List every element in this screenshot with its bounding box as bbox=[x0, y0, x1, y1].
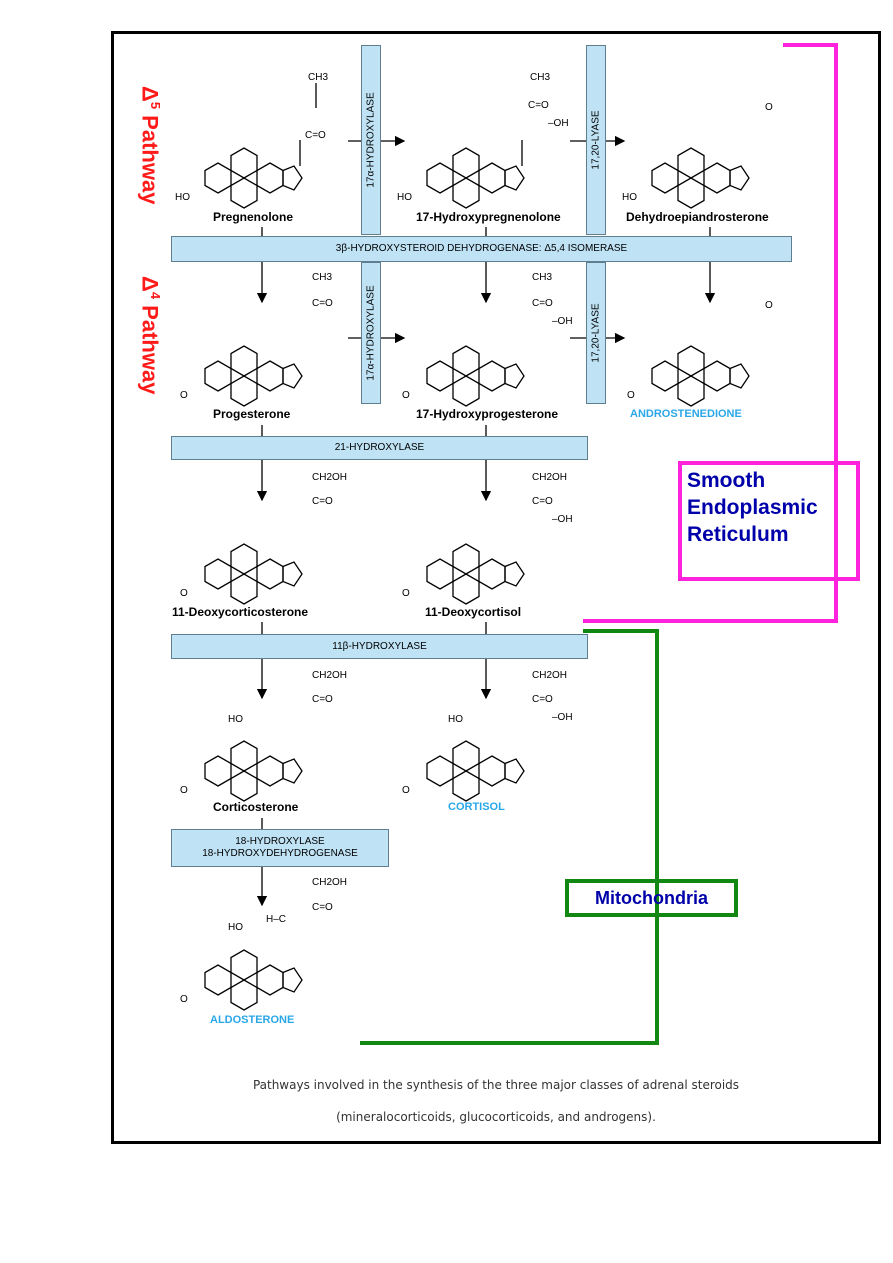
atom-o: O bbox=[402, 390, 410, 401]
atom-o: O bbox=[180, 390, 188, 401]
atom-ho: HO bbox=[175, 192, 190, 203]
molecule-androstenedione bbox=[651, 345, 750, 407]
atom-ho: HO bbox=[448, 714, 463, 725]
atom-ho: HO bbox=[228, 922, 243, 933]
enzyme-18-hydroxylase: 18-HYDROXYLASE 18-HYDROXYDEHYDROGENASE bbox=[171, 829, 389, 867]
compound-cortisol: CORTISOL bbox=[448, 801, 505, 813]
enzyme-11b-hydroxylase: 11β-HYDROXYLASE bbox=[171, 634, 588, 659]
compound-pregnenolone: Pregnenolone bbox=[213, 210, 294, 224]
enzyme-17a-hydroxylase-top: 17α-HYDROXYLASE bbox=[361, 45, 381, 235]
atom-o: O bbox=[765, 102, 773, 113]
atom-oh: –OH bbox=[552, 712, 573, 723]
atom-co: C=O bbox=[532, 298, 553, 309]
molecule-deoxycortisol bbox=[426, 543, 525, 605]
atom-ch2oh: CH2OH bbox=[532, 670, 567, 681]
compound-androstenedione: ANDROSTENEDIONE bbox=[630, 408, 742, 420]
compound-dhea: Dehydroepiandrosterone bbox=[626, 210, 769, 224]
atom-hc: H–C bbox=[266, 914, 286, 925]
atom-ch2oh: CH2OH bbox=[312, 670, 347, 681]
mito-label-box: Mitochondria bbox=[565, 879, 738, 917]
atom-ho: HO bbox=[622, 192, 637, 203]
atom-co: C=O bbox=[312, 902, 333, 913]
atom-co: C=O bbox=[312, 298, 333, 309]
atom-ho: HO bbox=[228, 714, 243, 725]
atom-o: O bbox=[402, 785, 410, 796]
compound-11-deoxycortisol: 11-Deoxycortisol bbox=[425, 605, 522, 619]
ser-bracket bbox=[583, 43, 838, 623]
atom-co: C=O bbox=[532, 496, 553, 507]
atom-o: O bbox=[627, 390, 635, 401]
atom-oh: –OH bbox=[552, 316, 573, 327]
enzyme-17-20-lyase-mid: 17,20-LYASE bbox=[586, 262, 606, 404]
molecule-cortisol bbox=[426, 740, 525, 802]
atom-co: C=O bbox=[312, 694, 333, 705]
molecule-pregnenolone bbox=[204, 83, 317, 209]
compound-corticosterone: Corticosterone bbox=[213, 800, 299, 814]
atom-ho: HO bbox=[397, 192, 412, 203]
caption-line2: (mineralocorticoids, glucocorticoids, an… bbox=[336, 1110, 656, 1124]
compound-11-deoxycorticosterone: 11-Deoxycorticosterone bbox=[172, 605, 309, 619]
ser-label-box: Smooth Endoplasmic Reticulum bbox=[678, 461, 860, 581]
enzyme-17a-hydroxylase-mid: 17α-HYDROXYLASE bbox=[361, 262, 381, 404]
enzyme-17-20-lyase-top: 17,20-LYASE bbox=[586, 45, 606, 235]
molecule-deoxycorticosterone bbox=[204, 543, 303, 605]
molecule-hydroxypregnenolone bbox=[426, 140, 525, 209]
molecule-dhea bbox=[651, 147, 750, 209]
enzyme-3b-hsd: 3β-HYDROXYSTEROID DEHYDROGENASE: Δ5,4 IS… bbox=[171, 236, 792, 262]
compound-17-hydroxypregnenolone: 17-Hydroxypregnenolone bbox=[416, 210, 561, 224]
compound-17-hydroxyprogesterone: 17-Hydroxyprogesterone bbox=[416, 407, 559, 421]
atom-co: C=O bbox=[312, 496, 333, 507]
atom-o: O bbox=[402, 588, 410, 599]
atom-o: O bbox=[180, 785, 188, 796]
mito-bracket bbox=[360, 629, 659, 1045]
atom-o: O bbox=[180, 994, 188, 1005]
atom-co: C=O bbox=[305, 130, 326, 141]
enzyme-18-line2: 18-HYDROXYDEHYDROGENASE bbox=[202, 848, 358, 859]
atom-ch2oh: CH2OH bbox=[532, 472, 567, 483]
atom-ch3: CH3 bbox=[308, 72, 328, 83]
diagram-frame bbox=[111, 31, 881, 1144]
atom-o: O bbox=[765, 300, 773, 311]
atom-co: C=O bbox=[532, 694, 553, 705]
molecule-progesterone bbox=[204, 345, 303, 407]
delta5-pathway-label: Δ5 Pathway bbox=[137, 86, 163, 205]
ser-line3: Reticulum bbox=[687, 523, 789, 546]
atom-ch3: CH3 bbox=[530, 72, 550, 83]
caption-line1: Pathways involved in the synthesis of th… bbox=[252, 1078, 740, 1092]
atom-oh: –OH bbox=[552, 514, 573, 525]
molecule-hydroxyprogesterone bbox=[426, 345, 525, 407]
atom-o: O bbox=[180, 588, 188, 599]
atom-oh: –OH bbox=[548, 118, 569, 129]
delta4-pathway-label: Δ4 Pathway bbox=[137, 276, 163, 395]
atom-ch2oh: CH2OH bbox=[312, 472, 347, 483]
compound-progesterone: Progesterone bbox=[213, 407, 291, 421]
atom-ch3: CH3 bbox=[532, 272, 552, 283]
atom-co: C=O bbox=[528, 100, 549, 111]
compound-aldosterone: ALDOSTERONE bbox=[210, 1014, 295, 1026]
enzyme-21-hydroxylase: 21-HYDROXYLASE bbox=[171, 436, 588, 460]
ser-line2: Endoplasmic bbox=[687, 496, 818, 519]
enzyme-18-line1: 18-HYDROXYLASE bbox=[235, 836, 325, 847]
molecule-corticosterone bbox=[204, 740, 303, 802]
atom-ch2oh: CH2OH bbox=[312, 877, 347, 888]
molecule-aldosterone bbox=[204, 949, 303, 1011]
ser-line1: Smooth bbox=[687, 469, 766, 492]
atom-ch3: CH3 bbox=[312, 272, 332, 283]
